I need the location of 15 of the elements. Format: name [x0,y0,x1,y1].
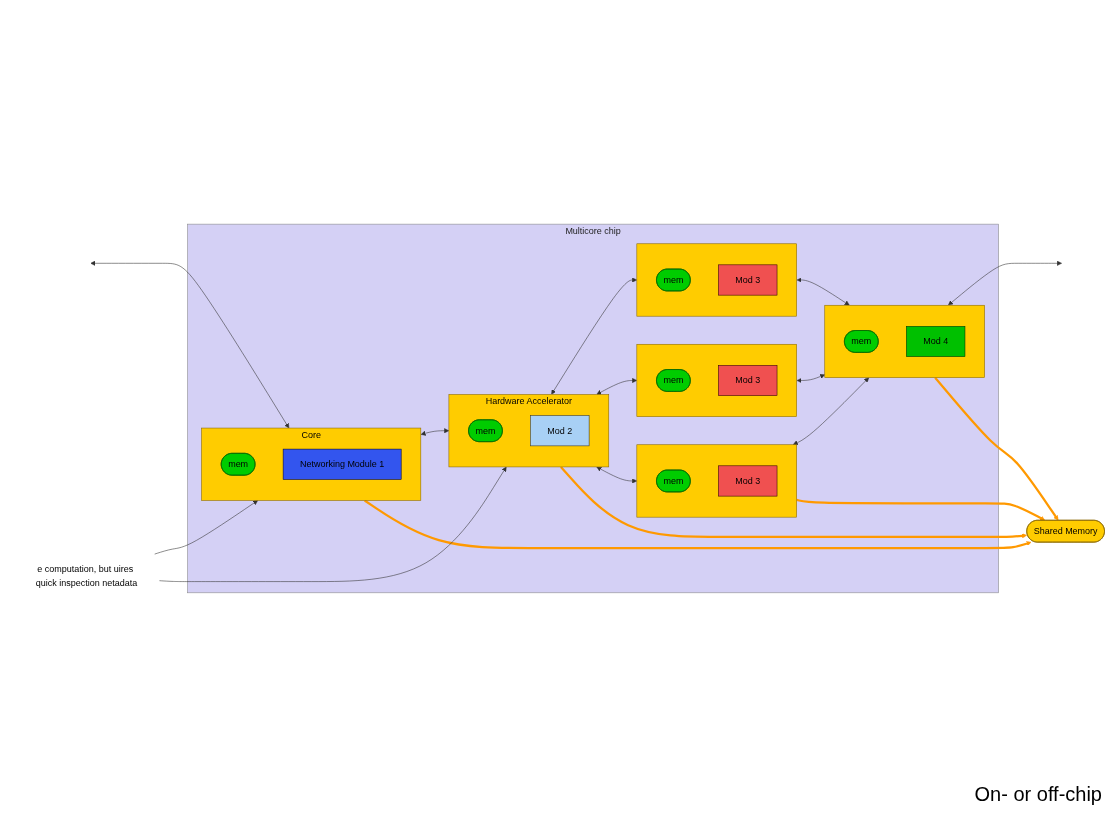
cluster [636,243,797,317]
arrow [934,376,1059,521]
arrow [364,499,1032,550]
cluster [824,304,985,378]
node-box: Mod 4 [906,326,966,357]
node-box: Mod 3 [718,365,778,396]
cluster [636,344,797,417]
node-box: Mod 3 [718,465,778,497]
note-text: On- or off-chip [974,783,1102,806]
node-box: Mod 2 [530,415,590,447]
arrow [796,498,1046,521]
node-box: Networking Module 1 [282,448,402,480]
node-text: e computation, but uires quick inspection netadata [35,564,138,588]
node-box: Mod 3 [718,264,778,296]
cluster [636,444,797,518]
